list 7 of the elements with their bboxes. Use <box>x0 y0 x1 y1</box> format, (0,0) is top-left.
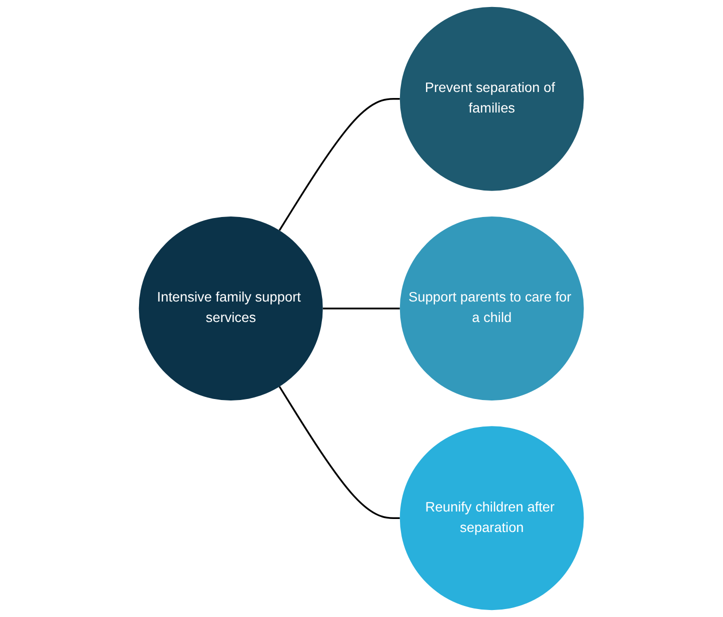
connector <box>322 308 400 310</box>
node-circle: Prevent separation of families <box>400 6 584 191</box>
node-circle: Support parents to care for a child <box>400 216 584 400</box>
node-circle: Intensive family support services <box>139 216 323 400</box>
connector <box>278 386 400 519</box>
node-circle: Reunify children after separation <box>400 426 584 610</box>
connector <box>278 98 400 231</box>
